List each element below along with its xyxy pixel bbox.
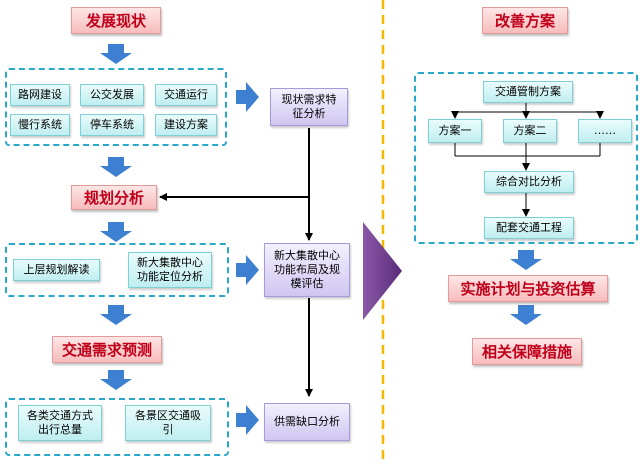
right-arrow-icon [236,255,259,285]
status-item: 路网建设 [10,84,70,106]
status-item: 停车系统 [80,114,144,136]
status-quo-title: 发展现状 [71,7,161,34]
improvement-plan-title: 改善方案 [482,7,568,34]
status-group [5,68,227,146]
center-layout-box: 新大集散中心功能布局及规模评估 [264,243,350,297]
status-item: 建设方案 [155,114,217,136]
forecast-item: 各景区交通吸引 [125,405,211,441]
right-arrow-icon [236,405,259,435]
option-box: 方案一 [428,119,482,143]
option-box: …… [578,119,632,143]
status-item: 公交发展 [80,84,144,106]
down-arrow-icon [100,44,132,64]
planning-item: 新大集散中心功能定位分析 [128,252,212,288]
planning-item: 上层规划解读 [13,259,100,281]
planning-analysis-title: 规划分析 [71,185,157,210]
traffic-control-plan-box: 交通管制方案 [483,81,573,103]
demand-features-box: 现状需求特征分析 [270,88,348,126]
improvement-group [414,72,638,244]
forecast-item: 各类交通方式出行总量 [18,405,102,441]
down-arrow-icon [510,305,542,325]
right-arrow-icon [236,82,259,112]
option-box: 方案二 [503,119,557,143]
demand-forecast-title: 交通需求预测 [52,336,162,363]
comparison-box: 综合对比分析 [484,171,574,193]
down-arrow-icon [100,305,132,325]
down-arrow-icon [510,250,542,270]
down-arrow-icon [100,222,132,242]
forecast-group [5,398,229,456]
implementation-title: 实施计划与投资估算 [448,275,608,302]
status-item: 慢行系统 [10,114,70,136]
safeguards-title: 相关保障措施 [472,338,582,365]
supporting-works-box: 配套交通工程 [484,217,574,239]
down-arrow-icon [100,370,132,390]
down-arrow-icon [100,157,132,177]
planning-group [5,243,229,297]
status-item: 交通运行 [155,84,217,106]
supply-gap-box: 供需缺口分析 [264,403,350,441]
big-right-arrow-icon [363,222,402,320]
